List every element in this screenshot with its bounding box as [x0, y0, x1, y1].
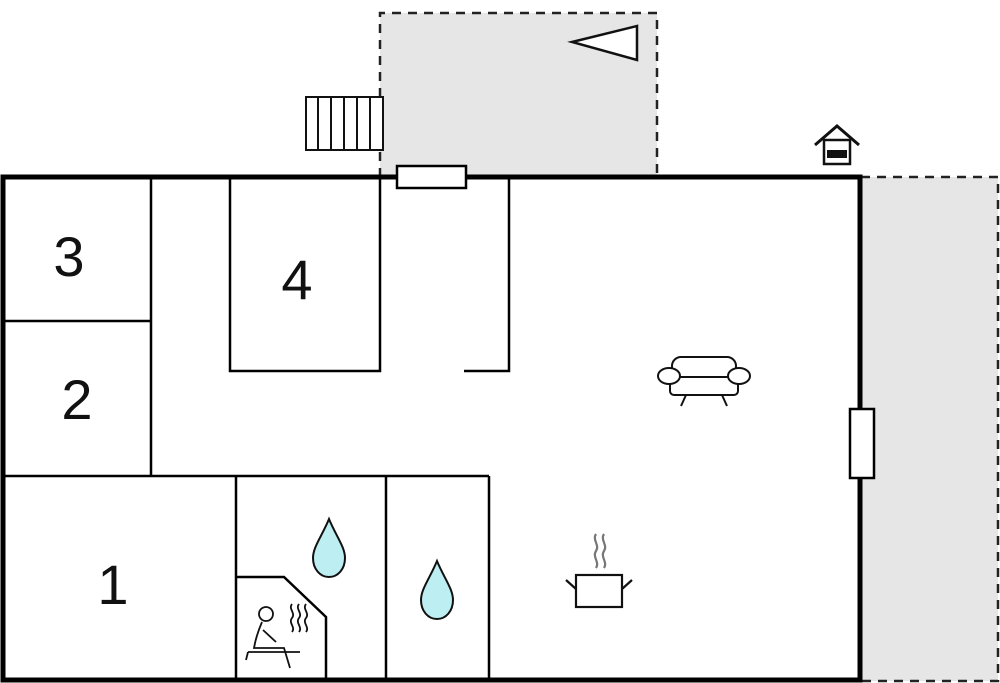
terrace-right [861, 175, 1000, 683]
room-label-2: 2 [61, 368, 92, 431]
cooking-pot-icon [565, 533, 633, 609]
room-label-4: 4 [281, 248, 312, 311]
house-entrance-icon [814, 124, 860, 166]
interior-walls [3, 177, 511, 680]
room-label-1: 1 [97, 553, 128, 616]
water-drop-icon [311, 516, 347, 579]
window-right [848, 407, 876, 480]
window-top [395, 164, 468, 190]
water-drop-icon [419, 558, 455, 621]
room-label-3: 3 [53, 225, 84, 288]
compass-arrow-icon [567, 24, 639, 62]
stairs-icon [305, 96, 384, 151]
sofa-icon [657, 356, 751, 407]
sauna-icon [236, 575, 328, 680]
